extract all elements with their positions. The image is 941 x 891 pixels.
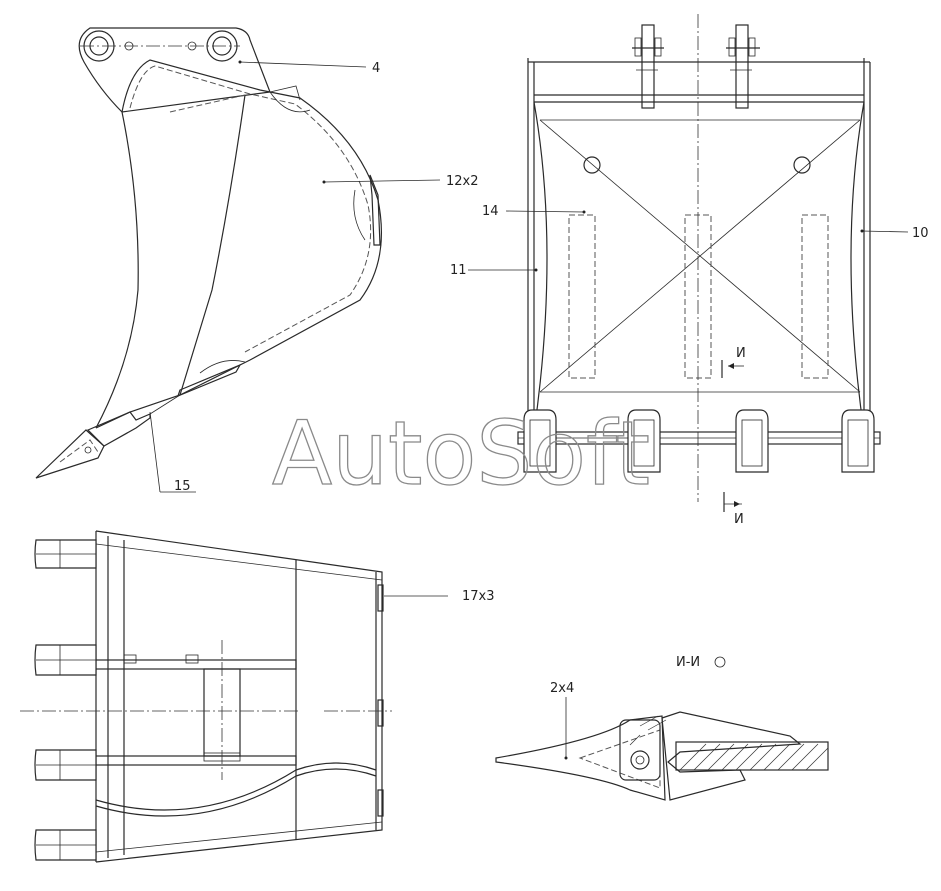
section-pin xyxy=(630,750,650,770)
label-part-2x4: 2x4 xyxy=(550,681,574,696)
front-view: И И 14 11 10 xyxy=(450,14,929,527)
section-scale-symbol xyxy=(714,656,726,668)
label-part-10: 10 xyxy=(912,226,929,241)
label-part-17x3: 17x3 xyxy=(462,589,495,604)
label-part-11: 11 xyxy=(450,263,467,278)
front-hole-right xyxy=(793,156,811,174)
section-tooth xyxy=(495,715,666,801)
top-view: 17x3 xyxy=(20,530,495,863)
label-part-4: 4 xyxy=(372,61,380,76)
tooth-adapter-side xyxy=(86,411,151,447)
side-view: 4 12x2 15 xyxy=(35,27,479,494)
watermark-text: AutoSoft xyxy=(272,402,650,505)
top-teeth xyxy=(34,539,97,861)
section-mark-bottom: И xyxy=(734,512,744,527)
mounting-lug xyxy=(78,27,271,113)
section-title: И-И xyxy=(676,655,700,670)
label-part-15: 15 xyxy=(174,479,191,494)
section-mark-top: И xyxy=(736,346,746,361)
label-part-12x2: 12x2 xyxy=(446,174,479,189)
front-teeth xyxy=(523,409,875,473)
tooth-side xyxy=(35,429,105,479)
label-part-14: 14 xyxy=(482,204,499,219)
bucket-outer-shell xyxy=(95,59,383,429)
section-view: И-И 2x4 xyxy=(495,655,829,801)
front-hole-left xyxy=(583,156,601,174)
